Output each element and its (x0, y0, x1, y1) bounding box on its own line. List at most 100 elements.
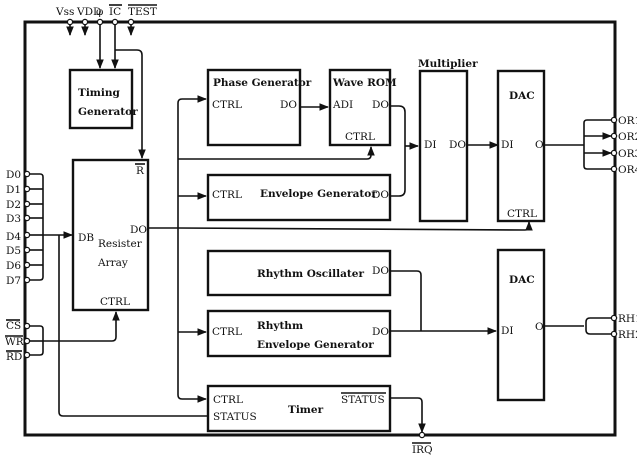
rhythm-oscillator-do: DO (372, 265, 389, 277)
dac-melody-title: DAC (509, 90, 535, 102)
multiplier-do: DO (449, 139, 466, 151)
pin-label-phi: φ (96, 6, 103, 18)
pin-label-irq: IRQ (412, 444, 433, 456)
pin-label-wr: WR (5, 336, 25, 348)
data-pins: D0 D1 D2 D3 D4 D5 D6 D7 (6, 169, 44, 287)
register-array-label-1: Resister (98, 238, 143, 250)
wave-rom-do: DO (372, 99, 389, 111)
chip-frame (23, 20, 617, 437)
rhythm-envelope-generator-block: CTRL Rhythm Envelope Generator DO (206, 309, 392, 358)
pin-label-d0: D0 (6, 169, 21, 181)
phase-generator-ctrl: CTRL (212, 99, 242, 111)
pin-d0 (23, 170, 31, 178)
rhythm-oscillator-block: Rhythm Oscillater DO (206, 249, 392, 297)
pin-label-cs: CS (6, 320, 21, 332)
wave-rom-ctrl: CTRL (345, 131, 375, 143)
top-pins: Vss VDD φ IC TEST (55, 4, 157, 36)
dac-rhythm-di: DI (501, 325, 514, 337)
pin-or1 (610, 116, 618, 124)
register-array-db: DB (78, 232, 94, 244)
pin-vss (66, 18, 74, 26)
pin-label-d2: D2 (6, 199, 21, 211)
pin-d1 (23, 185, 31, 193)
pin-d6 (23, 261, 31, 269)
pin-label-d6: D6 (6, 260, 21, 272)
envelope-generator-title: Envelope Generator (260, 188, 377, 200)
wave-rom-block: Wave ROM ADI DO CTRL (328, 68, 397, 147)
control-pins: CS WR RD (5, 319, 44, 363)
envelope-generator-ctrl: CTRL (212, 189, 242, 201)
envelope-generator-do: DO (372, 189, 389, 201)
pin-wr (23, 337, 31, 345)
multiplier-di: DI (424, 139, 437, 151)
register-array-do: DO (130, 224, 147, 236)
dac-melody-ctrl: CTRL (507, 208, 537, 220)
rhythm-envelope-generator-label-2: Envelope Generator (257, 339, 374, 351)
irq-pin: IRQ (412, 431, 433, 456)
pin-or3 (610, 149, 618, 157)
pin-irq (418, 431, 426, 439)
dac-melody-block: DAC DI O CTRL (496, 69, 546, 223)
pin-label-d7: D7 (6, 275, 21, 287)
pin-test (127, 18, 135, 26)
pin-label-d1: D1 (6, 184, 21, 196)
wave-rom-title: Wave ROM (332, 77, 397, 89)
pin-or2 (610, 132, 618, 140)
pin-phi (96, 18, 104, 26)
multiplier-block: Multiplier DI DO (418, 58, 478, 223)
pin-rd (23, 351, 31, 359)
pin-or4 (610, 165, 618, 173)
pin-rh1 (610, 314, 618, 322)
pin-label-d3: D3 (6, 213, 21, 225)
pin-label-or2: OR2 (618, 131, 637, 143)
rhythm-envelope-generator-label-1: Rhythm (257, 320, 303, 332)
dac-rhythm-block: DAC DI O (496, 248, 546, 402)
melody-output-pins: OR1 OR2 OR3 OR4 (610, 115, 637, 176)
rhythm-envelope-generator-ctrl: CTRL (212, 326, 242, 338)
timing-generator-label-1: Timing (78, 87, 121, 99)
pin-label-d5: D5 (6, 245, 21, 257)
pin-label-or3: OR3 (618, 148, 637, 160)
timer-status-in: STATUS (213, 411, 257, 423)
rhythm-oscillator-title: Rhythm Oscillater (257, 268, 364, 280)
phase-generator-block: Phase Generator CTRL DO (206, 68, 312, 147)
pin-label-rh1: RH1 (618, 313, 637, 325)
pin-label-ic: IC (109, 6, 121, 18)
dac-melody-di: DI (501, 139, 514, 151)
pin-label-or1: OR1 (618, 115, 637, 127)
pin-cs (23, 322, 31, 330)
pin-label-vdd: VDD (76, 6, 101, 18)
timing-generator-block: Timing Generator (68, 68, 138, 130)
multiplier-title: Multiplier (418, 58, 478, 70)
register-array-block: R DB DO Resister Array CTRL (71, 158, 150, 312)
phase-generator-title: Phase Generator (213, 77, 312, 89)
pin-label-or4: OR4 (618, 164, 637, 176)
pin-d7 (23, 276, 31, 284)
pin-d2 (23, 200, 31, 208)
register-array-r: R (136, 165, 145, 177)
pin-ic (111, 18, 119, 26)
pin-label-rh2: RH2 (618, 329, 637, 341)
timer-title: Timer (288, 404, 324, 416)
dac-melody-o: O (535, 139, 544, 151)
envelope-generator-block: CTRL Envelope Generator DO (206, 173, 392, 222)
pin-vdd (81, 18, 89, 26)
wave-rom-adi: ADI (332, 99, 353, 111)
pin-d5 (23, 246, 31, 254)
timer-ctrl: CTRL (213, 394, 243, 406)
timing-generator-label-2: Generator (78, 106, 138, 118)
rhythm-output-pins: RH1 RH2 (610, 313, 637, 341)
pin-rh2 (610, 330, 618, 338)
register-array-ctrl: CTRL (100, 296, 130, 308)
pin-label-d4: D4 (6, 231, 21, 243)
timer-block: CTRL STATUS Timer STATUS (206, 384, 392, 433)
pin-d4 (23, 231, 31, 239)
pin-label-rd: RD (6, 351, 22, 363)
register-array-label-2: Array (97, 257, 128, 269)
timer-status-out: STATUS (341, 394, 385, 406)
pin-d3 (23, 214, 31, 222)
dac-rhythm-o: O (535, 321, 544, 333)
rhythm-envelope-generator-do: DO (372, 326, 389, 338)
dac-rhythm-title: DAC (509, 274, 535, 286)
